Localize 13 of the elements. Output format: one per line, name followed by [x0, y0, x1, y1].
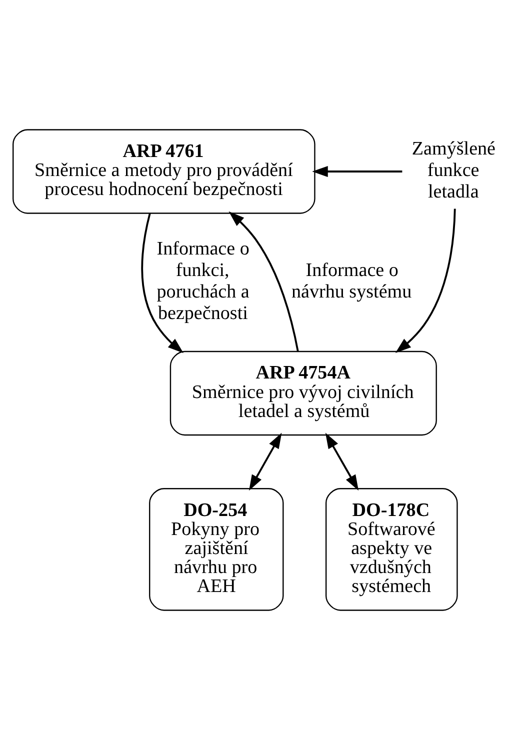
- arrow: [325, 432, 359, 491]
- node-box: ARP 4754A Směrnice pro vývoj civilních letadel a systémů: [170, 350, 437, 436]
- edge-label: Informace o návrhu systému: [291, 260, 412, 303]
- node-box: DO-254 Pokyny pro zajištění návrhu pro AEH: [149, 488, 284, 611]
- arrow: [248, 432, 282, 491]
- arrow: [228, 211, 299, 352]
- edge-label: Informace o funkci, poruchách a bezpečnosti: [156, 238, 250, 324]
- node-box: DO-178C Softwarové aspekty ve vzdušných systémech: [325, 488, 458, 611]
- arrow: [141, 213, 184, 354]
- node-text: Zamýšlené funkce letadla: [412, 138, 496, 202]
- arrow: [312, 166, 402, 178]
- arrow: [395, 208, 456, 353]
- node-box: ARP 4761 Směrnice a metody pro provádění procesu hodnocení bezpečnosti: [12, 129, 316, 214]
